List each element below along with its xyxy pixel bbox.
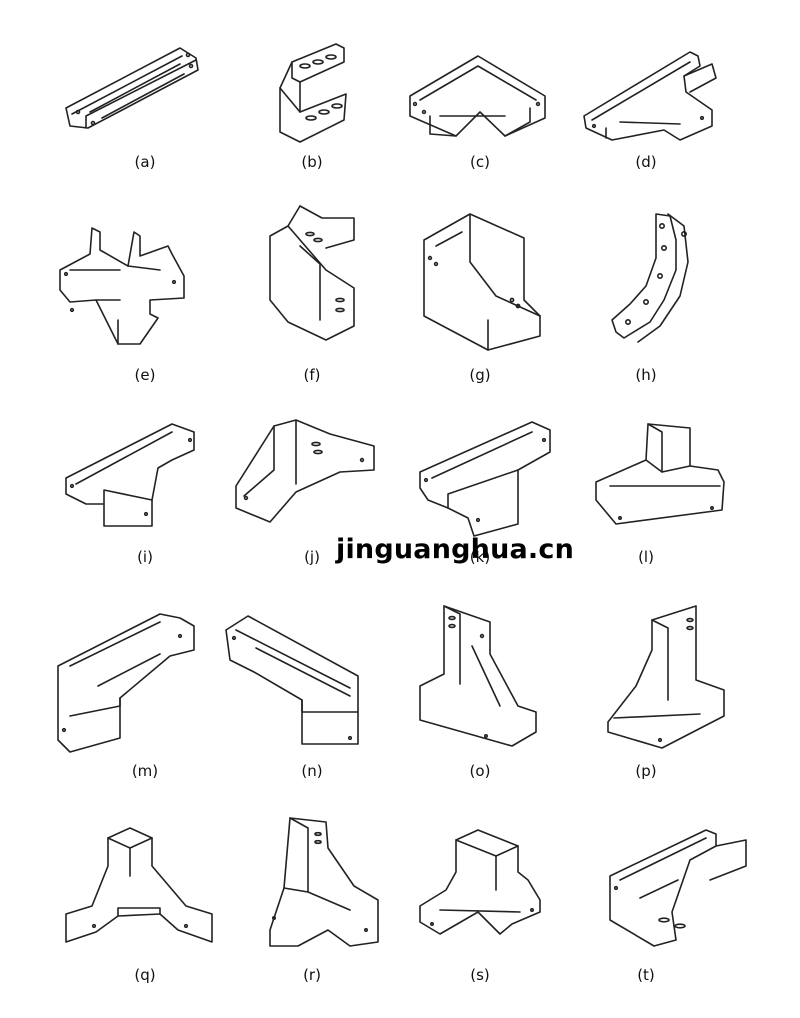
figure-j-reducer: [235, 419, 375, 523]
figure-m-tee: [57, 613, 195, 753]
caption-k: (k): [469, 548, 491, 566]
caption-f: (f): [303, 366, 321, 384]
caption-l: (l): [638, 548, 654, 566]
caption-m: (m): [131, 762, 159, 780]
watermark: jinguanghua.cn: [336, 534, 574, 565]
figure-i-tee: [65, 423, 195, 527]
figure-f-vertical-reducer: [269, 205, 355, 341]
caption-n: (n): [301, 762, 323, 780]
caption-o: (o): [469, 762, 491, 780]
caption-q: (q): [134, 966, 156, 984]
caption-h: (h): [635, 366, 657, 384]
caption-b: (b): [301, 153, 323, 171]
caption-e: (e): [134, 366, 156, 384]
caption-j: (j): [304, 548, 320, 566]
figure-p-vertical-tee: [607, 605, 725, 749]
figure-o-vertical-tee: [419, 605, 537, 747]
figure-r-vertical-tee: [269, 817, 379, 947]
caption-p: (p): [635, 762, 657, 780]
figure-s-vertical-cross: [419, 829, 541, 935]
figure-e-cross: [59, 227, 185, 345]
figure-a-straight-tray: [65, 47, 199, 129]
caption-s: (s): [470, 966, 490, 984]
caption-i: (i): [137, 548, 153, 566]
figure-l-vertical-tee: [595, 423, 725, 525]
figure-c-horizontal-elbow: [409, 55, 546, 137]
caption-r: (r): [303, 966, 321, 984]
caption-a: (a): [134, 153, 156, 171]
figure-h-adjustable-elbow: [611, 213, 689, 343]
caption-t: (t): [637, 966, 655, 984]
caption-c: (c): [470, 153, 490, 171]
figure-q-vertical-cross: [65, 827, 213, 943]
figure-d-tee: [583, 51, 717, 141]
caption-d: (d): [635, 153, 657, 171]
caption-g: (g): [469, 366, 491, 384]
figure-t-inclined-reducer: [609, 829, 747, 947]
figure-g-vertical-elbow: [423, 213, 541, 351]
figure-b-connector-plate: [279, 43, 347, 143]
figure-k-tee-branch: [419, 421, 551, 537]
figure-n-tee: [225, 615, 359, 745]
